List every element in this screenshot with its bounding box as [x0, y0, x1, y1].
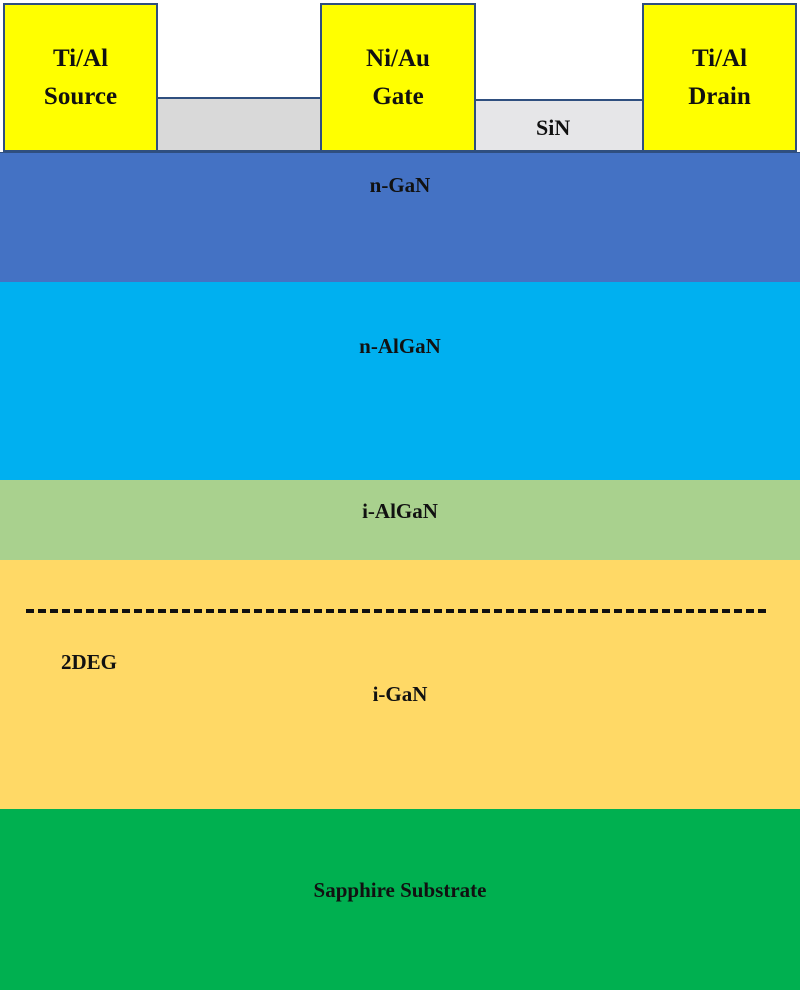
i-algan-layer: i-AlGaN [0, 480, 800, 560]
source-metal-label: Ti/Al [52, 44, 109, 72]
sapphire-substrate-label: Sapphire Substrate [313, 878, 487, 902]
n-gan-layer: n-GaN [0, 152, 800, 282]
n-algan-label: n-AlGaN [359, 334, 441, 358]
sin-left-segment [156, 97, 322, 152]
sin-right-segment: SiN [474, 99, 644, 152]
drain-name-label: Drain [688, 82, 751, 110]
2deg-dashed-line [26, 609, 766, 613]
i-gan-layer: 2DEG i-GaN [0, 560, 800, 809]
source-name-label: Source [43, 82, 118, 110]
i-algan-label: i-AlGaN [362, 499, 438, 523]
sin-label: SiN [536, 115, 571, 140]
drain-metal-label: Ti/Al [691, 44, 748, 72]
gate-contact: Ni/Au Gate [320, 3, 476, 152]
gate-metal-label: Ni/Au [366, 44, 430, 72]
n-gan-label: n-GaN [369, 173, 431, 197]
2deg-label: 2DEG [61, 650, 118, 674]
drain-contact: Ti/Al Drain [642, 3, 797, 152]
source-contact: Ti/Al Source [3, 3, 158, 152]
n-algan-layer: n-AlGaN [0, 282, 800, 480]
sapphire-substrate-layer: Sapphire Substrate [0, 809, 800, 990]
gate-name-label: Gate [372, 82, 424, 110]
i-gan-label: i-GaN [372, 682, 428, 706]
